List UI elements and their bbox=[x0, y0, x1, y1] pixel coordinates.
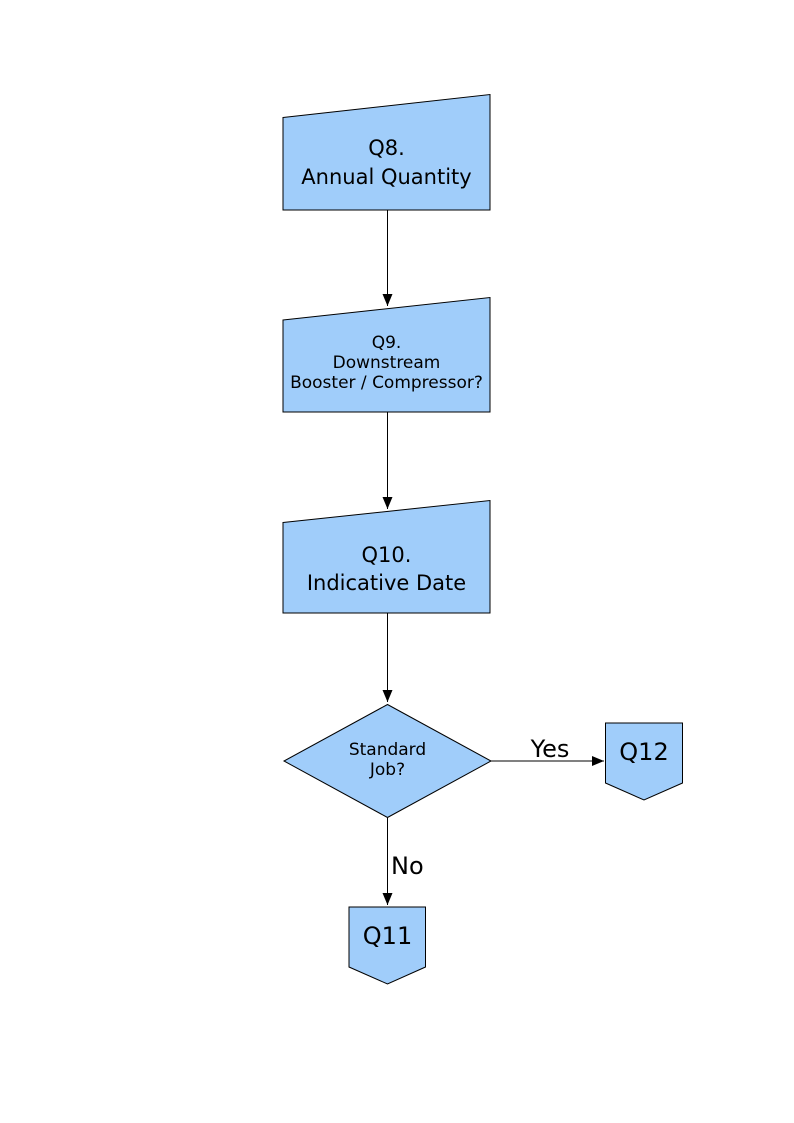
node-q8-label-line-2: Annual Quantity bbox=[301, 165, 471, 189]
node-q10-label-line-1: Q10. bbox=[362, 543, 412, 567]
edge-label-no: No bbox=[391, 852, 424, 880]
node-q11-label: Q11 bbox=[363, 922, 412, 950]
node-q12-label: Q12 bbox=[619, 738, 668, 766]
node-q8-shape bbox=[282, 93, 491, 211]
node-q11-shape bbox=[348, 906, 426, 985]
node-q12-shape bbox=[605, 722, 683, 801]
node-q8-label-line-1: Q8. bbox=[368, 136, 405, 160]
node-decision-shape bbox=[282, 703, 493, 819]
node-q9-label-line-2: Downstream bbox=[333, 353, 441, 373]
node-decision-label-line-2: Job? bbox=[369, 760, 405, 780]
node-decision-label-line-1: Standard bbox=[349, 740, 426, 760]
node-q9-shape bbox=[282, 296, 491, 413]
node-q9-label-line-3: Booster / Compressor? bbox=[290, 373, 483, 393]
node-q10-shape bbox=[282, 499, 491, 614]
edge-label-yes: Yes bbox=[530, 735, 570, 763]
node-q9-label-line-1: Q9. bbox=[372, 333, 402, 353]
node-q10-label-line-2: Indicative Date bbox=[307, 571, 466, 595]
